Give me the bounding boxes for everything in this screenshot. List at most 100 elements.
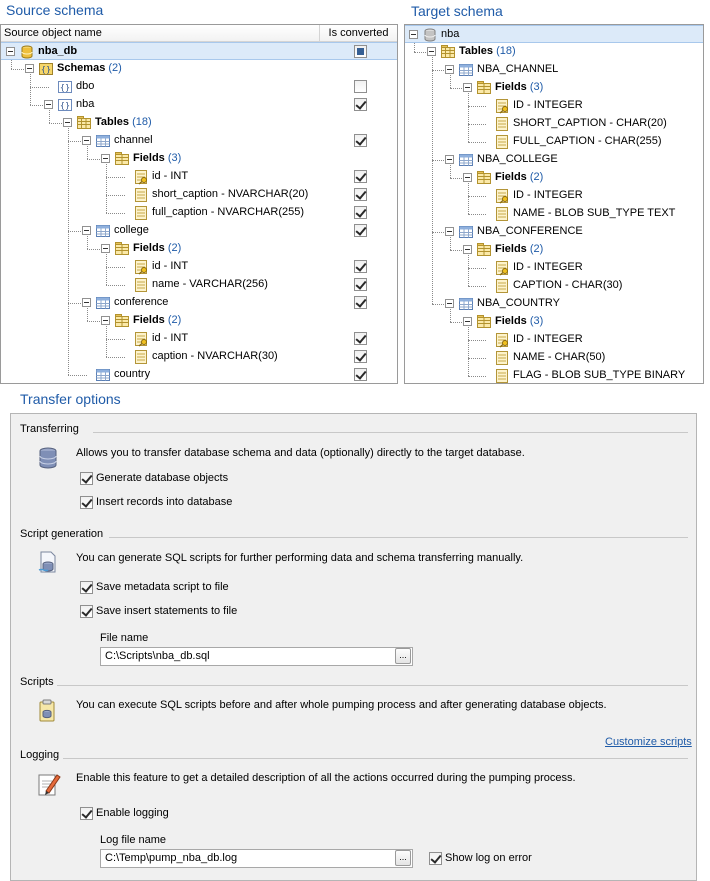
source-tree-row[interactable]: full_caption - NVARCHAR(255) bbox=[1, 204, 397, 222]
file-name-browse-button[interactable]: ... bbox=[395, 648, 411, 664]
show-log-on-error-check[interactable] bbox=[429, 852, 442, 865]
is-converted-checkbox[interactable] bbox=[354, 188, 367, 201]
target-tree-row[interactable]: NBA_CHANNEL bbox=[405, 61, 703, 79]
target-tree-row[interactable]: NBA_CONFERENCE bbox=[405, 223, 703, 241]
tree-collapse-toggle[interactable] bbox=[82, 136, 91, 145]
source-tree-row[interactable]: short_caption - NVARCHAR(20) bbox=[1, 186, 397, 204]
target-tree-row[interactable]: NAME - CHAR(50) bbox=[405, 349, 703, 367]
tree-item-text: country bbox=[114, 368, 151, 380]
field-key-icon bbox=[135, 332, 147, 347]
tree-collapse-toggle[interactable] bbox=[445, 299, 454, 308]
is-converted-checkbox[interactable] bbox=[354, 224, 367, 237]
tree-collapse-toggle[interactable] bbox=[82, 226, 91, 235]
tree-collapse-toggle[interactable] bbox=[427, 47, 436, 56]
tree-collapse-toggle[interactable] bbox=[101, 316, 110, 325]
tree-collapse-toggle[interactable] bbox=[445, 155, 454, 164]
tree-collapse-toggle[interactable] bbox=[82, 298, 91, 307]
file-name-input[interactable]: C:\Scripts\nba_db.sql bbox=[100, 647, 413, 666]
tree-guide-line bbox=[468, 183, 469, 214]
is-converted-checkbox[interactable] bbox=[354, 206, 367, 219]
source-tree-row[interactable]: Fields (3) bbox=[1, 150, 397, 168]
tree-item-label: NAME - CHAR(50) bbox=[513, 351, 605, 363]
generate-objects-check[interactable] bbox=[80, 472, 93, 485]
target-tree-row[interactable]: ID - INTEGER bbox=[405, 331, 703, 349]
is-converted-checkbox[interactable] bbox=[354, 260, 367, 273]
target-tree-row[interactable]: Fields (3) bbox=[405, 79, 703, 97]
source-tree-row[interactable]: Fields (2) bbox=[1, 240, 397, 258]
is-converted-checkbox[interactable] bbox=[354, 45, 367, 58]
source-tree-row[interactable]: nba_db bbox=[1, 42, 397, 60]
column-header-is-converted[interactable]: Is converted bbox=[319, 25, 397, 42]
tree-collapse-toggle[interactable] bbox=[25, 64, 34, 73]
tree-collapse-toggle[interactable] bbox=[463, 173, 472, 182]
target-tree-row[interactable]: ID - INTEGER bbox=[405, 187, 703, 205]
tree-collapse-toggle[interactable] bbox=[463, 245, 472, 254]
is-converted-checkbox[interactable] bbox=[354, 80, 367, 93]
tree-item-label: NBA_COLLEGE bbox=[477, 153, 558, 165]
tree-collapse-toggle[interactable] bbox=[101, 244, 110, 253]
tree-collapse-toggle[interactable] bbox=[463, 83, 472, 92]
target-tree-row[interactable]: SHORT_CAPTION - CHAR(20) bbox=[405, 115, 703, 133]
logging-group-title: Logging bbox=[20, 749, 60, 761]
tree-guide-line bbox=[30, 74, 31, 87]
tree-connector-line bbox=[106, 195, 125, 196]
is-converted-checkbox[interactable] bbox=[354, 278, 367, 291]
source-tree-row[interactable]: college bbox=[1, 222, 397, 240]
target-tree-row[interactable]: NAME - BLOB SUB_TYPE TEXT bbox=[405, 205, 703, 223]
save-metadata-check[interactable] bbox=[80, 581, 93, 594]
target-tree-row[interactable]: Fields (2) bbox=[405, 169, 703, 187]
target-tree-row[interactable]: Tables (18) bbox=[405, 43, 703, 61]
source-tree-row[interactable]: caption - NVARCHAR(30) bbox=[1, 348, 397, 366]
target-tree-row[interactable]: FULL_CAPTION - CHAR(255) bbox=[405, 133, 703, 151]
target-tree-row[interactable]: ID - INTEGER bbox=[405, 97, 703, 115]
is-converted-checkbox[interactable] bbox=[354, 368, 367, 381]
tree-collapse-toggle[interactable] bbox=[101, 154, 110, 163]
table-icon bbox=[459, 226, 473, 238]
save-insert-check[interactable] bbox=[80, 605, 93, 618]
source-tree-row[interactable]: country bbox=[1, 366, 397, 383]
is-converted-checkbox[interactable] bbox=[354, 296, 367, 309]
tree-guide-line bbox=[468, 183, 469, 196]
target-tree-row[interactable]: ID - INTEGER bbox=[405, 259, 703, 277]
tree-item-label: caption - NVARCHAR(30) bbox=[152, 350, 278, 362]
tree-collapse-toggle[interactable] bbox=[44, 100, 53, 109]
log-file-browse-button[interactable]: ... bbox=[395, 850, 411, 866]
source-tree-row[interactable]: id - INT bbox=[1, 168, 397, 186]
target-tree-row[interactable]: NBA_COLLEGE bbox=[405, 151, 703, 169]
insert-records-check[interactable] bbox=[80, 496, 93, 509]
is-converted-checkbox[interactable] bbox=[354, 332, 367, 345]
log-file-name-input[interactable]: C:\Temp\pump_nba_db.log bbox=[100, 849, 413, 868]
source-tree-row[interactable]: id - INT bbox=[1, 330, 397, 348]
is-converted-checkbox[interactable] bbox=[354, 134, 367, 147]
source-tree-row[interactable]: {}dbo bbox=[1, 78, 397, 96]
target-tree-row[interactable]: Fields (3) bbox=[405, 313, 703, 331]
target-tree-row[interactable]: FLAG - BLOB SUB_TYPE BINARY bbox=[405, 367, 703, 383]
source-tree-row[interactable]: {}Schemas (2) bbox=[1, 60, 397, 78]
customize-scripts-link[interactable]: Customize scripts bbox=[605, 736, 692, 748]
source-tree-row[interactable]: Fields (2) bbox=[1, 312, 397, 330]
target-tree-row[interactable]: NBA_COUNTRY bbox=[405, 295, 703, 313]
source-tree-row[interactable]: Tables (18) bbox=[1, 114, 397, 132]
tree-collapse-toggle[interactable] bbox=[409, 30, 418, 39]
is-converted-checkbox[interactable] bbox=[354, 350, 367, 363]
is-converted-checkbox[interactable] bbox=[354, 98, 367, 111]
tree-collapse-toggle[interactable] bbox=[445, 227, 454, 236]
source-tree[interactable]: Source object name Is converted nba_db{}… bbox=[0, 24, 398, 384]
target-tree-row[interactable]: Fields (2) bbox=[405, 241, 703, 259]
source-tree-row[interactable]: conference bbox=[1, 294, 397, 312]
source-tree-row[interactable]: channel bbox=[1, 132, 397, 150]
is-converted-checkbox[interactable] bbox=[354, 170, 367, 183]
column-header-source-object-name[interactable]: Source object name bbox=[4, 27, 102, 39]
target-tree-row[interactable]: CAPTION - CHAR(30) bbox=[405, 277, 703, 295]
target-tree-row[interactable]: nba bbox=[405, 25, 703, 43]
source-tree-row[interactable]: name - VARCHAR(256) bbox=[1, 276, 397, 294]
tree-collapse-toggle[interactable] bbox=[6, 47, 15, 56]
tree-collapse-toggle[interactable] bbox=[445, 65, 454, 74]
tree-collapse-toggle[interactable] bbox=[463, 317, 472, 326]
enable-logging-check[interactable] bbox=[80, 807, 93, 820]
tree-collapse-toggle[interactable] bbox=[63, 118, 72, 127]
tree-connector-line bbox=[106, 285, 125, 286]
source-tree-row[interactable]: {}nba bbox=[1, 96, 397, 114]
source-tree-row[interactable]: id - INT bbox=[1, 258, 397, 276]
